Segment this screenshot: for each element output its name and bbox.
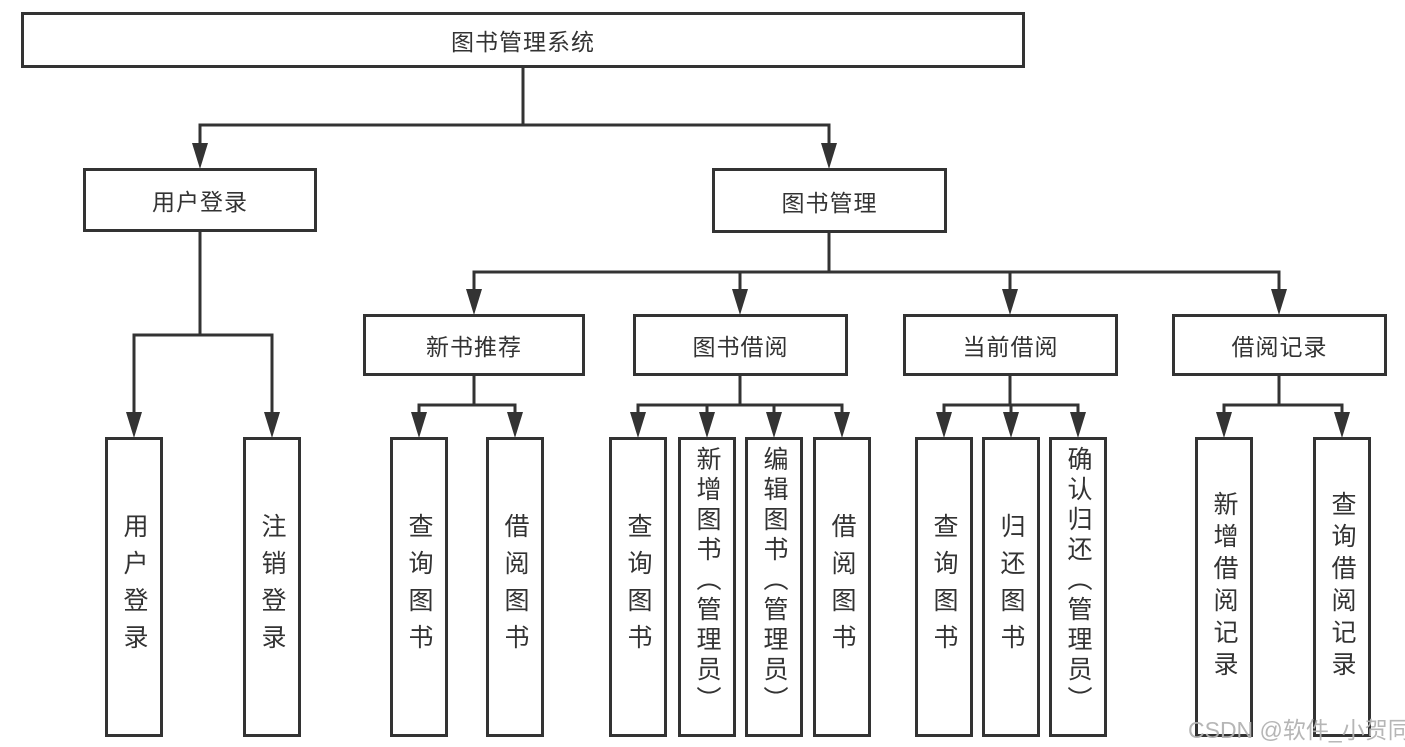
leaf-edit-book-admin: 编辑图书（管理员）: [745, 437, 803, 737]
leaf-query-book-2: 查询图书: [609, 437, 667, 737]
leaf-add-borrow-record: 新增借阅记录: [1195, 437, 1253, 737]
leaf-confirm-return-admin: 确认归还（管理员）: [1049, 437, 1107, 737]
leaf-return-book: 归还图书: [982, 437, 1040, 737]
node-label: 新增借阅记录: [1210, 491, 1238, 683]
node-label: 查询图书: [405, 513, 433, 661]
leaf-borrow-book-1: 借阅图书: [486, 437, 544, 737]
node-label: 图书管理: [781, 189, 878, 216]
leaf-logout: 注销登录: [243, 437, 301, 737]
node-label: 图书管理系统: [451, 29, 595, 55]
node-label: 新书推荐: [426, 334, 522, 360]
node-book-management: 图书管理: [712, 168, 947, 233]
node-label: 用户登录: [120, 513, 148, 661]
node-label: 当前借阅: [962, 334, 1059, 360]
node-book-borrow: 图书借阅: [633, 314, 848, 376]
node-label: 用户登录: [152, 189, 248, 215]
node-user-login: 用户登录: [83, 168, 317, 232]
node-label: 归还图书: [997, 513, 1025, 661]
node-label: 借阅图书: [828, 513, 856, 661]
node-label: 借阅图书: [501, 513, 529, 661]
leaf-query-book-1: 查询图书: [390, 437, 448, 737]
node-label: 确认归还（管理员）: [1064, 446, 1092, 716]
node-label: 借阅记录: [1231, 334, 1328, 360]
node-label: 查询图书: [930, 513, 958, 661]
leaf-query-book-3: 查询图书: [915, 437, 973, 737]
leaf-query-borrow-record: 查询借阅记录: [1313, 437, 1371, 737]
node-borrow-records: 借阅记录: [1172, 314, 1387, 376]
leaf-user-login: 用户登录: [105, 437, 163, 737]
node-label: 查询图书: [624, 513, 652, 661]
node-root: 图书管理系统: [21, 12, 1025, 68]
leaf-add-book-admin: 新增图书（管理员）: [678, 437, 736, 737]
node-label: 编辑图书（管理员）: [760, 446, 788, 716]
node-label: 注销登录: [258, 513, 286, 661]
node-new-book-recommend: 新书推荐: [363, 314, 585, 376]
node-label: 查询借阅记录: [1328, 491, 1356, 683]
node-label: 图书借阅: [692, 334, 789, 360]
leaf-borrow-book-2: 借阅图书: [813, 437, 871, 737]
watermark: CSDN @软件_小贺同学: [1188, 717, 1405, 743]
node-current-borrow: 当前借阅: [903, 314, 1118, 376]
node-label: 新增图书（管理员）: [693, 446, 721, 716]
